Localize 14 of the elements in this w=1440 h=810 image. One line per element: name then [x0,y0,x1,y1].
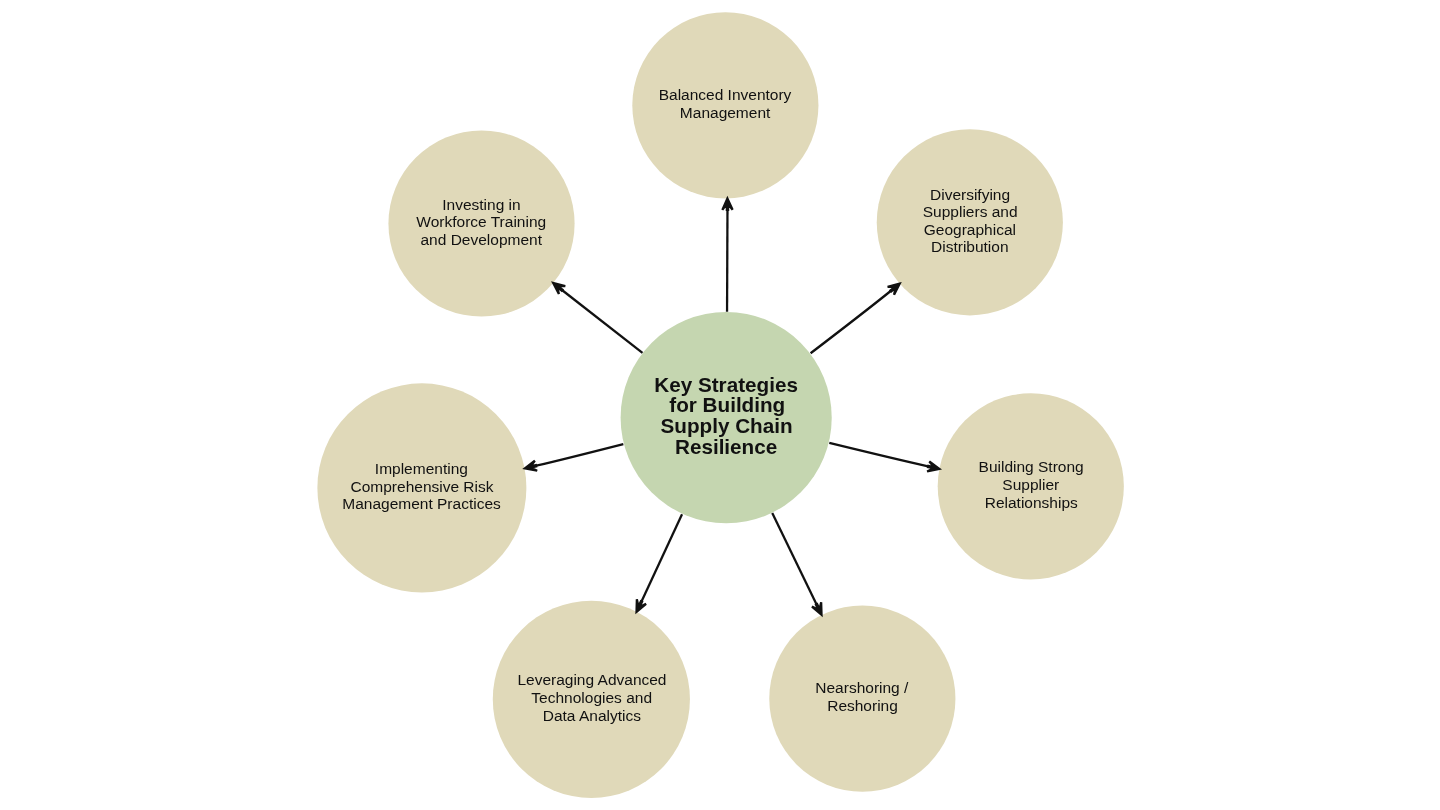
arrow [523,442,624,472]
arrow [828,441,940,473]
arrow [551,281,643,354]
node-circle: Key Strategies for Building Supply Chain Resilience [620,312,832,524]
node-circle: Balanced Inventory Management [631,12,818,199]
arrow [809,282,901,355]
node-circle: Diversifying Suppliers and Geographical Distribution [876,129,1063,316]
arrow [634,513,683,613]
arrow [770,512,823,616]
arrow [720,197,734,312]
node-circle: Investing in Workforce Training and Development [387,130,575,317]
node-circle: Nearshoring / Reshoring [768,605,955,792]
node-circle: Implementing Comprehensive Risk Management Practices [316,383,526,593]
node-circle: Building Strong Supplier Relationships [937,393,1124,580]
